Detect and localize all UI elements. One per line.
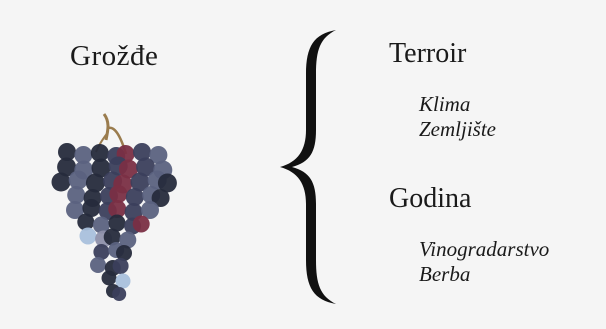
grape-berry	[52, 173, 71, 192]
curly-brace-icon	[270, 22, 350, 312]
terroir-heading: Terroir	[389, 38, 466, 70]
terroir-list: Klima Zemljište	[419, 92, 496, 142]
grape-berry	[80, 228, 97, 245]
grape-berry	[113, 258, 129, 274]
terroir-item-klima: Klima	[419, 92, 496, 117]
godina-item-berba: Berba	[419, 262, 549, 287]
godina-list: Vinogradarstvo Berba	[419, 237, 549, 287]
terroir-item-zemljiste: Zemljište	[419, 117, 496, 142]
godina-item-vinogradarstvo: Vinogradarstvo	[419, 237, 549, 262]
grape-berry	[90, 257, 106, 273]
godina-heading: Godina	[389, 183, 471, 215]
grape-berry	[102, 271, 117, 286]
grape-title: Grožđe	[70, 40, 158, 73]
grape-berry	[133, 216, 150, 233]
grape-berry	[112, 287, 126, 301]
grape-bunch-icon	[48, 108, 188, 308]
